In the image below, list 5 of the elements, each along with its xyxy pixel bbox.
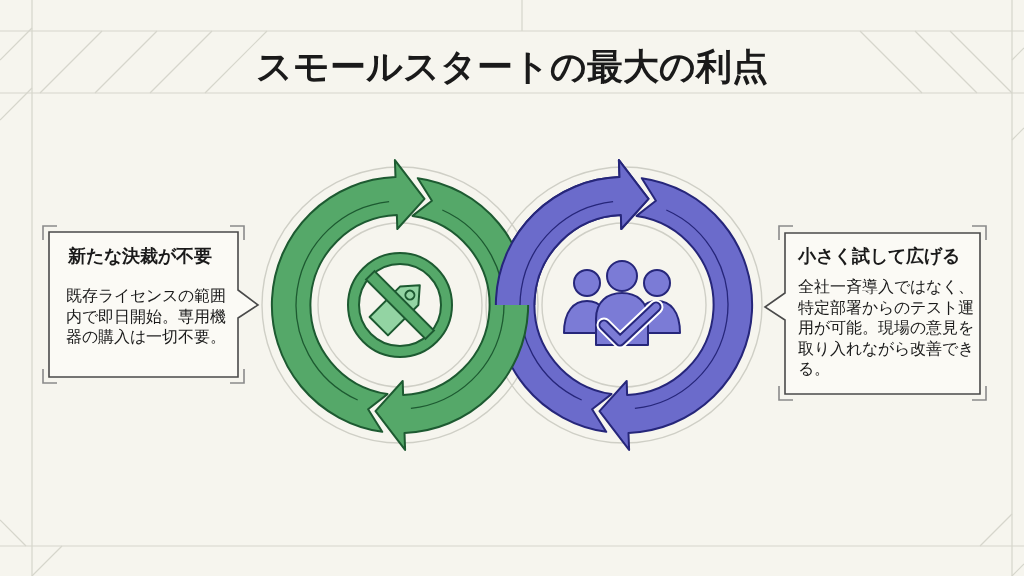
title: スモールスタートの最大の利点 <box>256 45 768 89</box>
callout-text: 全社一斉導入ではなく、特定部署からのテスト運用が可能。現場の意見を取り入れながら改善できる。 <box>798 277 974 380</box>
callout-heading: 小さく試して広げる <box>798 244 960 268</box>
callout-text: 既存ライセンスの範囲内で即日開始。専用機器の購入は一切不要。 <box>66 286 227 348</box>
callout-heading: 新たな決裁が不要 <box>68 244 212 268</box>
